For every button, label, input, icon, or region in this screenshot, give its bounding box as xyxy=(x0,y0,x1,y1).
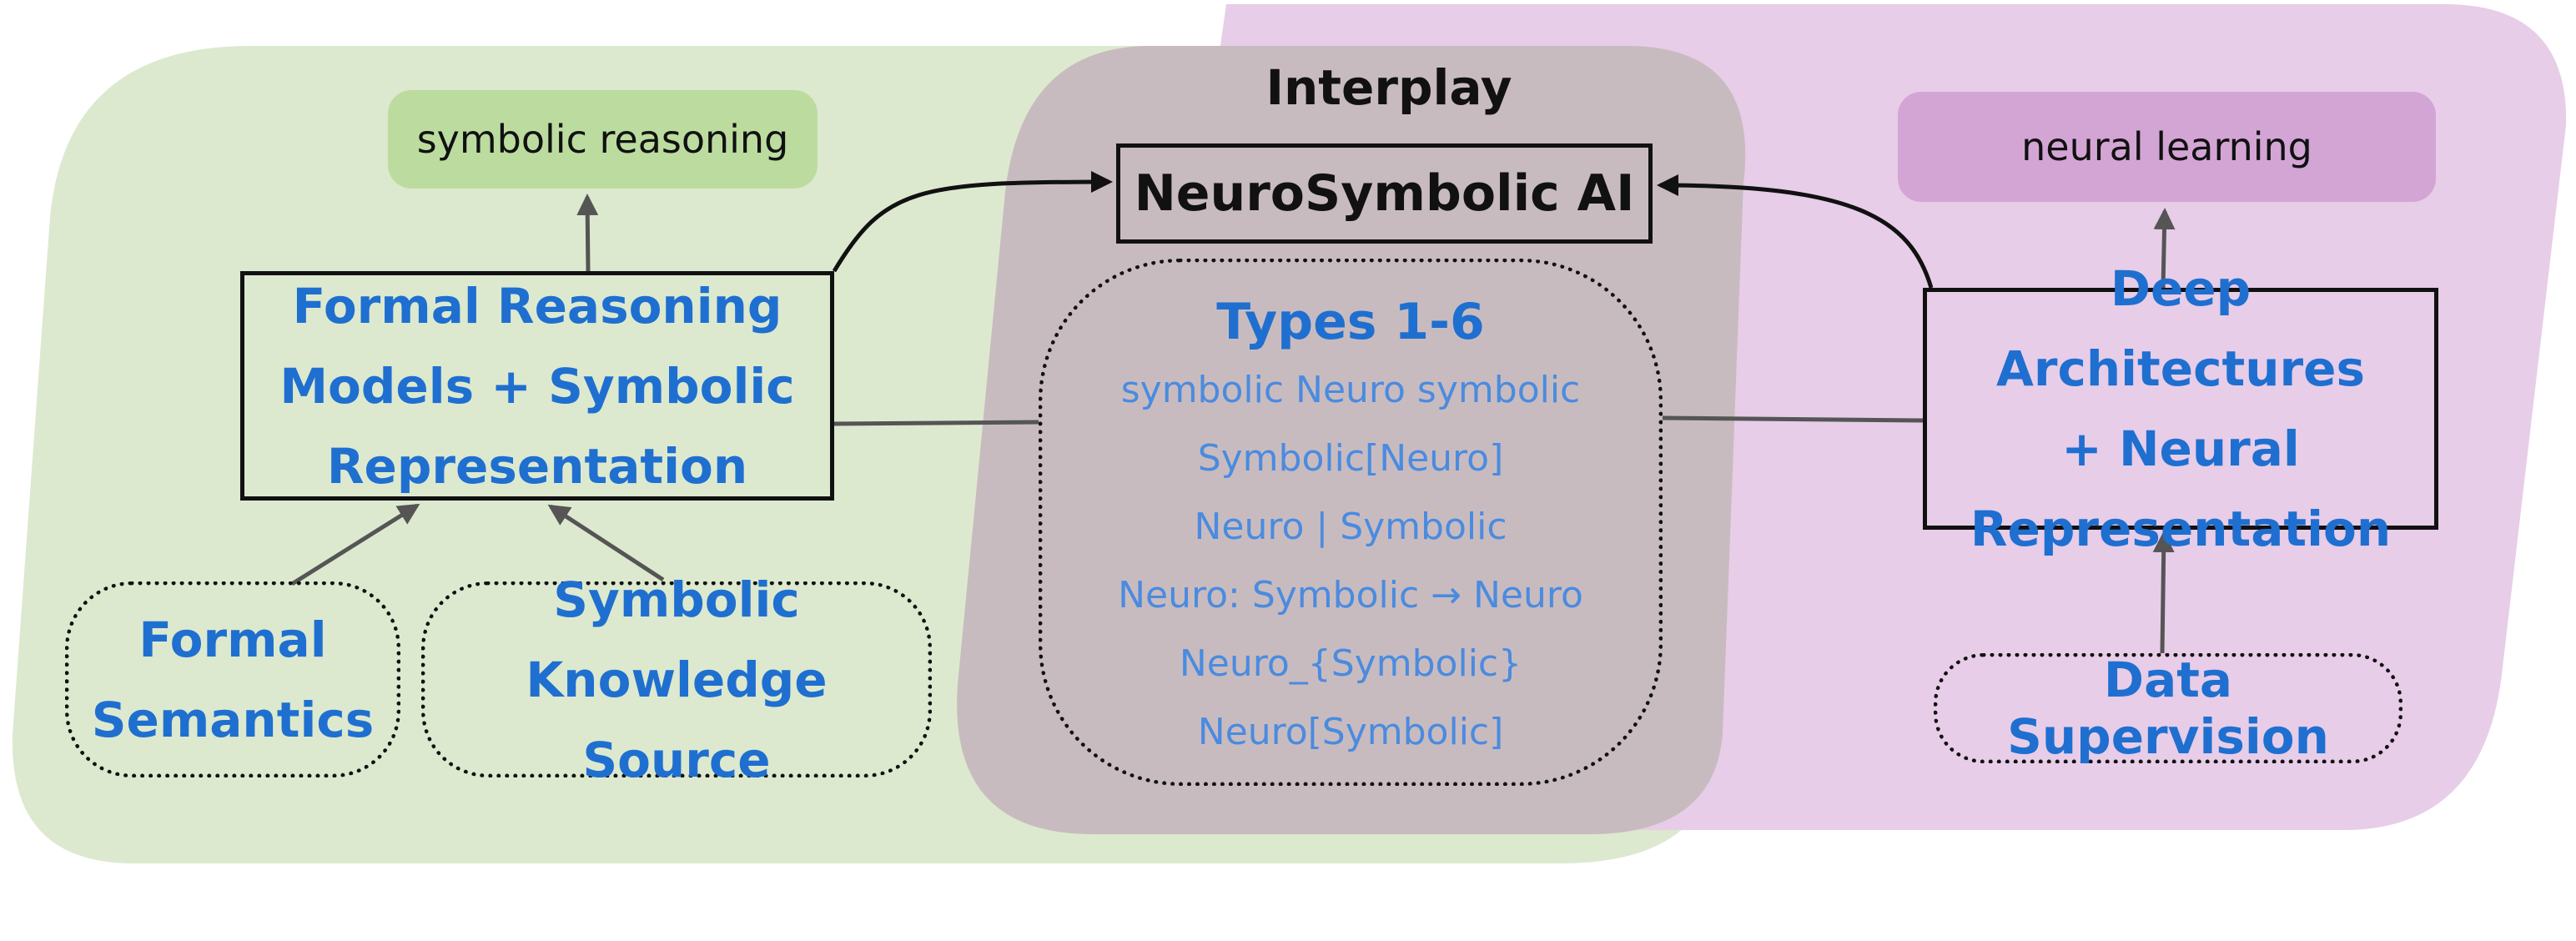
symbolic-to-types-line xyxy=(833,420,1039,426)
neurosymbolic-ai-label: NeuroSymbolic AI xyxy=(1134,164,1635,223)
neurosymbolic-ai-box: NeuroSymbolic AI xyxy=(1116,143,1653,244)
knowledge-source-box: Symbolic Knowledge Source xyxy=(421,571,932,788)
knowledge-source-line-2: Knowledge Source xyxy=(526,651,828,788)
interplay-title-text: Interplay xyxy=(1265,59,1512,116)
deep-architectures-line-3: Representation xyxy=(1970,501,2392,557)
type-3: Neuro | Symbolic xyxy=(1194,506,1507,548)
neural-main-to-pill-arrow xyxy=(2153,208,2176,289)
types-to-neural-line xyxy=(1662,415,1924,423)
deep-architectures-line-1: Deep Architectures xyxy=(1996,260,2365,397)
neural-learning-pill-label: neural learning xyxy=(1898,92,2436,202)
type-6: Neuro[Symbolic] xyxy=(1197,711,1504,753)
types-title: Types 1-6 xyxy=(1216,293,1485,351)
symbolic-main-to-pill-arrow xyxy=(576,194,599,272)
neural-learning-text: neural learning xyxy=(2021,124,2312,169)
formal-reasoning-line-3: Representation xyxy=(326,437,748,495)
formal-semantics-arrow xyxy=(290,503,420,586)
formal-reasoning-line-2: Models + Symbolic xyxy=(279,357,795,415)
deep-architectures-line-2: + Neural xyxy=(2061,420,2300,477)
symbolic-to-ai-arrow xyxy=(832,171,1113,273)
interplay-title: Interplay xyxy=(1218,50,1560,125)
neural-learning-pill xyxy=(1898,92,2436,202)
type-2: Symbolic[Neuro] xyxy=(1197,437,1504,480)
formal-semantics-line-1: Formal xyxy=(138,611,327,668)
data-supervision-label: Data Supervision xyxy=(2007,652,2329,765)
symbolic-reasoning-pill-label: symbolic reasoning xyxy=(388,90,818,189)
data-supervision-arrow xyxy=(2152,531,2175,654)
symbolic-reasoning-text: symbolic reasoning xyxy=(416,117,789,162)
formal-semantics-line-2: Semantics xyxy=(91,691,375,748)
knowledge-source-arrow xyxy=(547,504,665,582)
neural-to-ai-arrow xyxy=(1657,174,1934,289)
formal-reasoning-box: Formal Reasoning Models + Symbolic Repre… xyxy=(240,271,834,501)
formal-reasoning-line-1: Formal Reasoning xyxy=(292,277,782,335)
data-supervision-box: Data Supervision xyxy=(1934,652,2402,765)
symbolic-reasoning-pill xyxy=(388,90,818,189)
type-5: Neuro_{Symbolic} xyxy=(1179,642,1522,685)
formal-semantics-box: Formal Semantics xyxy=(65,581,400,777)
knowledge-source-line-1: Symbolic xyxy=(553,571,800,628)
types-group: Types 1-6 symbolic Neuro symbolic Symbol… xyxy=(1039,259,1663,786)
type-4: Neuro: Symbolic → Neuro xyxy=(1118,574,1583,616)
deep-architectures-box: Deep Architectures + Neural Representati… xyxy=(1923,260,2438,557)
type-1: symbolic Neuro symbolic xyxy=(1120,369,1581,411)
